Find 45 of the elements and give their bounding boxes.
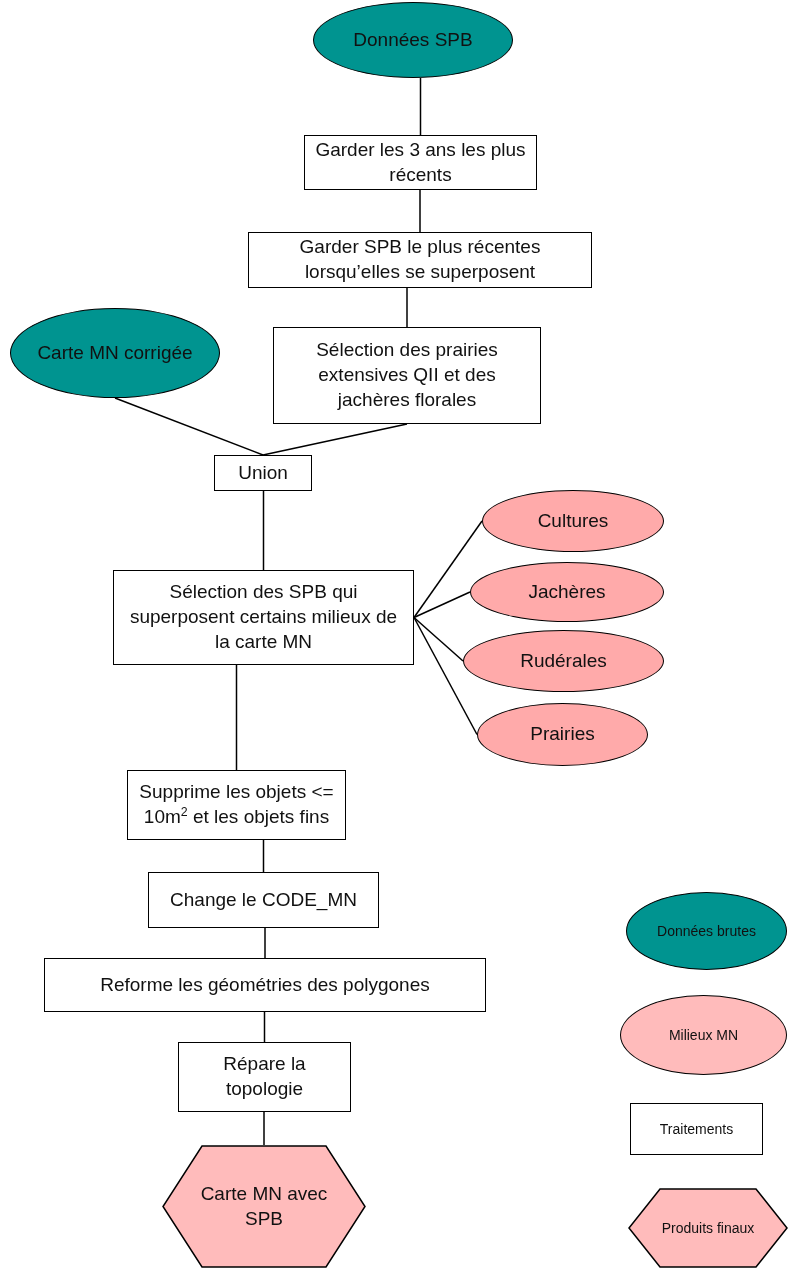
node-label: Prairies (530, 722, 595, 747)
node-label: Traitements (659, 1119, 734, 1139)
node-label: Reforme les géométries des polygones (100, 972, 430, 997)
node-label: Sélection des SPB qui superposent certains milieux de la carte MN (128, 580, 399, 654)
connector-line (263, 1111, 265, 1146)
connector-line (235, 664, 238, 771)
node-label: Milieux MN (668, 1025, 739, 1045)
process-box (44, 958, 486, 1012)
process-box (248, 232, 592, 288)
node-label: Garder SPB le plus récentes lorsqu’elles se superposent (298, 235, 542, 284)
node-label: Cultures (537, 508, 609, 533)
process-box (273, 327, 541, 424)
process-box (178, 1042, 351, 1112)
connector-line (413, 520, 483, 619)
node-label: Sélection des prairies extensives QII et des jachères florales (315, 338, 499, 412)
connector-line (413, 591, 471, 619)
connector-line (264, 927, 266, 959)
node-label: Carte MN avec SPB (199, 1181, 329, 1231)
connector-line (262, 839, 265, 873)
connector-line (263, 1011, 266, 1043)
node-label: Carte MN corrigée (37, 340, 193, 365)
node-label: Supprime les objets <= 10m$^{2}$ et les objets fins (138, 779, 335, 830)
node-label: Jachères (528, 579, 606, 604)
node-label: Union (238, 460, 288, 485)
connector-line (419, 189, 421, 233)
connector-line (262, 423, 408, 456)
node-label: Données SPB (353, 27, 473, 52)
connector-line (413, 616, 464, 662)
node-label: Garder les 3 ans les plus récents (314, 137, 527, 187)
process-box (113, 570, 414, 665)
process-box (127, 770, 346, 840)
connector-line (413, 616, 478, 736)
node-label: Change le CODE_MN (170, 887, 357, 913)
connector-line (114, 397, 264, 456)
process-box (630, 1103, 763, 1155)
process-box (214, 455, 312, 491)
process-box (304, 135, 537, 190)
node-label: Rudérales (520, 648, 607, 673)
connector-line (419, 77, 422, 136)
process-box (148, 872, 379, 928)
node-label: Répare la topologie (222, 1052, 307, 1101)
connector-line (262, 490, 265, 571)
node-label: Données brutes (657, 921, 756, 941)
node-label: Produits finaux (661, 1218, 755, 1238)
connector-line (406, 287, 408, 328)
